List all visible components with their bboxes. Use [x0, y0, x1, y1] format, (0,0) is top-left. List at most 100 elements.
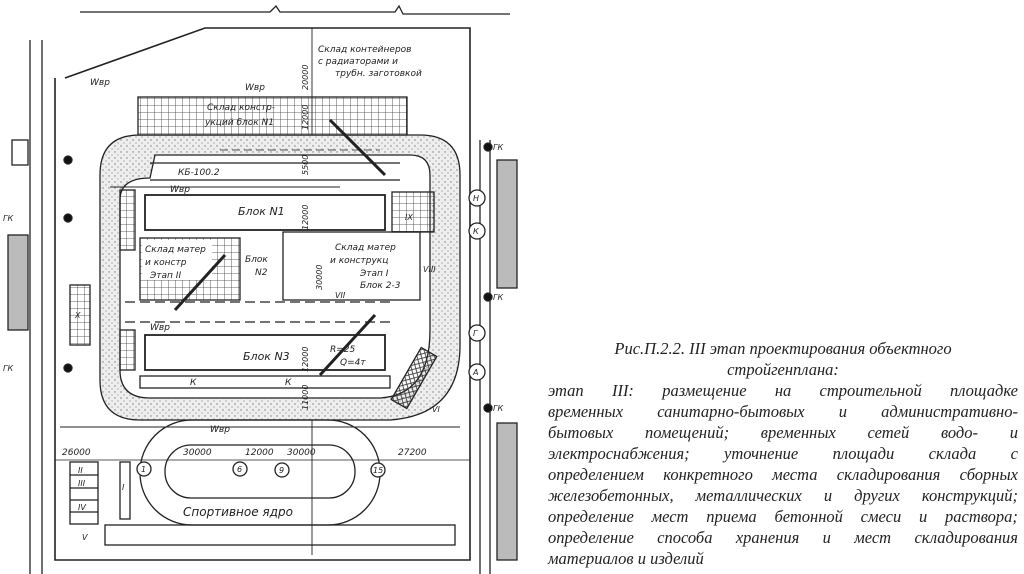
caption-word: и [838, 402, 848, 421]
caption-word: конкретного [663, 465, 753, 484]
label-hydrant: ГК [493, 293, 503, 302]
label-cable: К [190, 378, 197, 388]
caption-word: III: [611, 381, 634, 400]
label-store-right: Этап I [359, 269, 389, 279]
label-store-right: Склад матер [335, 243, 396, 253]
label-hydrant: ГК [493, 143, 503, 152]
label-store-left: Этап II [149, 271, 181, 281]
dimension-v: 5500 [301, 155, 310, 175]
label-water: Wвр [150, 323, 170, 333]
top-boundary-line [80, 4, 510, 15]
store-right [282, 231, 421, 301]
caption-word: и [1009, 423, 1018, 442]
dimension-h: 12000 [245, 448, 274, 458]
block-3 [144, 334, 386, 371]
label-container-store: с радиаторами и [318, 57, 398, 67]
dimension-v: 11000 [301, 385, 310, 410]
caption-word: и [822, 528, 831, 547]
side-building [496, 422, 518, 561]
caption-word: и [823, 486, 833, 505]
caption-word: определение [548, 528, 634, 547]
label-block2: N2 [255, 268, 268, 278]
caption-word: электроснабжения; [548, 444, 690, 463]
caption-title-line: стройгенплана: [727, 360, 839, 379]
caption-word: бытовых [548, 423, 614, 442]
roman-label: IX [405, 213, 413, 222]
label-container-store: Склад контейнеров [318, 45, 411, 55]
roman-label: II [78, 466, 83, 475]
label-crane-radius: R=25 [330, 345, 356, 355]
site-plan-drawing: Склад контейнеров с радиаторами и трубн.… [3, 4, 518, 574]
caption-word: мест [651, 507, 689, 526]
label-crane: КБ-100.2 [178, 168, 220, 178]
label-hydrant: ГК [3, 214, 13, 223]
caption-word: помещений; [645, 423, 730, 442]
roman-label: X [74, 311, 81, 320]
label-container-store: трубн. заготовкой [335, 69, 422, 79]
label-water: Wвр [170, 185, 190, 195]
label-store-left: и констр [145, 258, 187, 268]
dimension-v: 12000 [301, 347, 310, 372]
caption-word: способа [657, 528, 713, 547]
label-block2: Блок [245, 255, 268, 265]
dimension-h: 30000 [287, 448, 316, 458]
caption-word: временных [760, 423, 836, 442]
label-block1: Блок N1 [238, 205, 285, 218]
axis-label: Н [473, 194, 479, 203]
label-hydrant: ГК [3, 364, 13, 373]
axis-label: 15 [373, 466, 383, 475]
caption-word: определение [548, 507, 634, 526]
caption-word: этап [548, 381, 584, 400]
caption-word: складирования [914, 528, 1018, 547]
caption-word: конструкций; [921, 486, 1018, 505]
roman-label: IV [78, 503, 86, 512]
caption-word: приема [706, 507, 757, 526]
caption-word: металлических [695, 486, 802, 505]
caption-word: сборных [959, 465, 1018, 484]
caption-line: определение способа хранения и мест складиров… [548, 527, 1018, 548]
caption-word: раствора; [945, 507, 1018, 526]
dimension-h: 27200 [398, 448, 427, 458]
label-water: Wвр [210, 425, 230, 435]
caption-word: складирования [836, 465, 941, 484]
label-store-left: Склад матер [145, 245, 206, 255]
constr-storage [137, 96, 408, 136]
caption-title-line: Рис.П.2.2. III этап проектирования объек… [614, 339, 952, 358]
label-crane-load: Q=4т [340, 358, 366, 368]
caption-word: площади [832, 444, 895, 463]
dimension-h: 30000 [183, 448, 212, 458]
dimension-v: 20000 [301, 65, 310, 90]
roman-label: III [78, 479, 86, 488]
label-cable: К [285, 378, 292, 388]
caption-word: водо- [940, 423, 979, 442]
label-water: Wвр [245, 83, 265, 93]
caption-word: хранения [735, 528, 800, 547]
caption-word: на [774, 381, 792, 400]
caption-word: санитарно-бытовых [657, 402, 805, 421]
label-constr-store: укций блок N1 [204, 118, 274, 128]
caption-word: размещение [662, 381, 747, 400]
label-sport: Спортивное ядро [183, 505, 293, 519]
caption-line: материалов и изделий [548, 549, 704, 568]
axis-label: 9 [279, 466, 284, 475]
axis-label: К [473, 227, 479, 236]
label-block3: Блок N3 [243, 350, 290, 363]
caption-word: мест [854, 528, 892, 547]
sport-track-inner [164, 444, 356, 499]
caption-word: смеси [860, 507, 902, 526]
label-hydrant: ГК [493, 404, 503, 413]
roman-label: V [82, 533, 88, 542]
caption-word: железобетонных, [548, 486, 674, 505]
roman-label: VII [335, 291, 346, 300]
caption-word: и [918, 507, 928, 526]
label-store-right: Блок 2-3 [360, 281, 401, 291]
caption-word: временных [548, 402, 624, 421]
dimension-h: 26000 [62, 448, 91, 458]
label-store-right: и конструкц [330, 256, 388, 266]
